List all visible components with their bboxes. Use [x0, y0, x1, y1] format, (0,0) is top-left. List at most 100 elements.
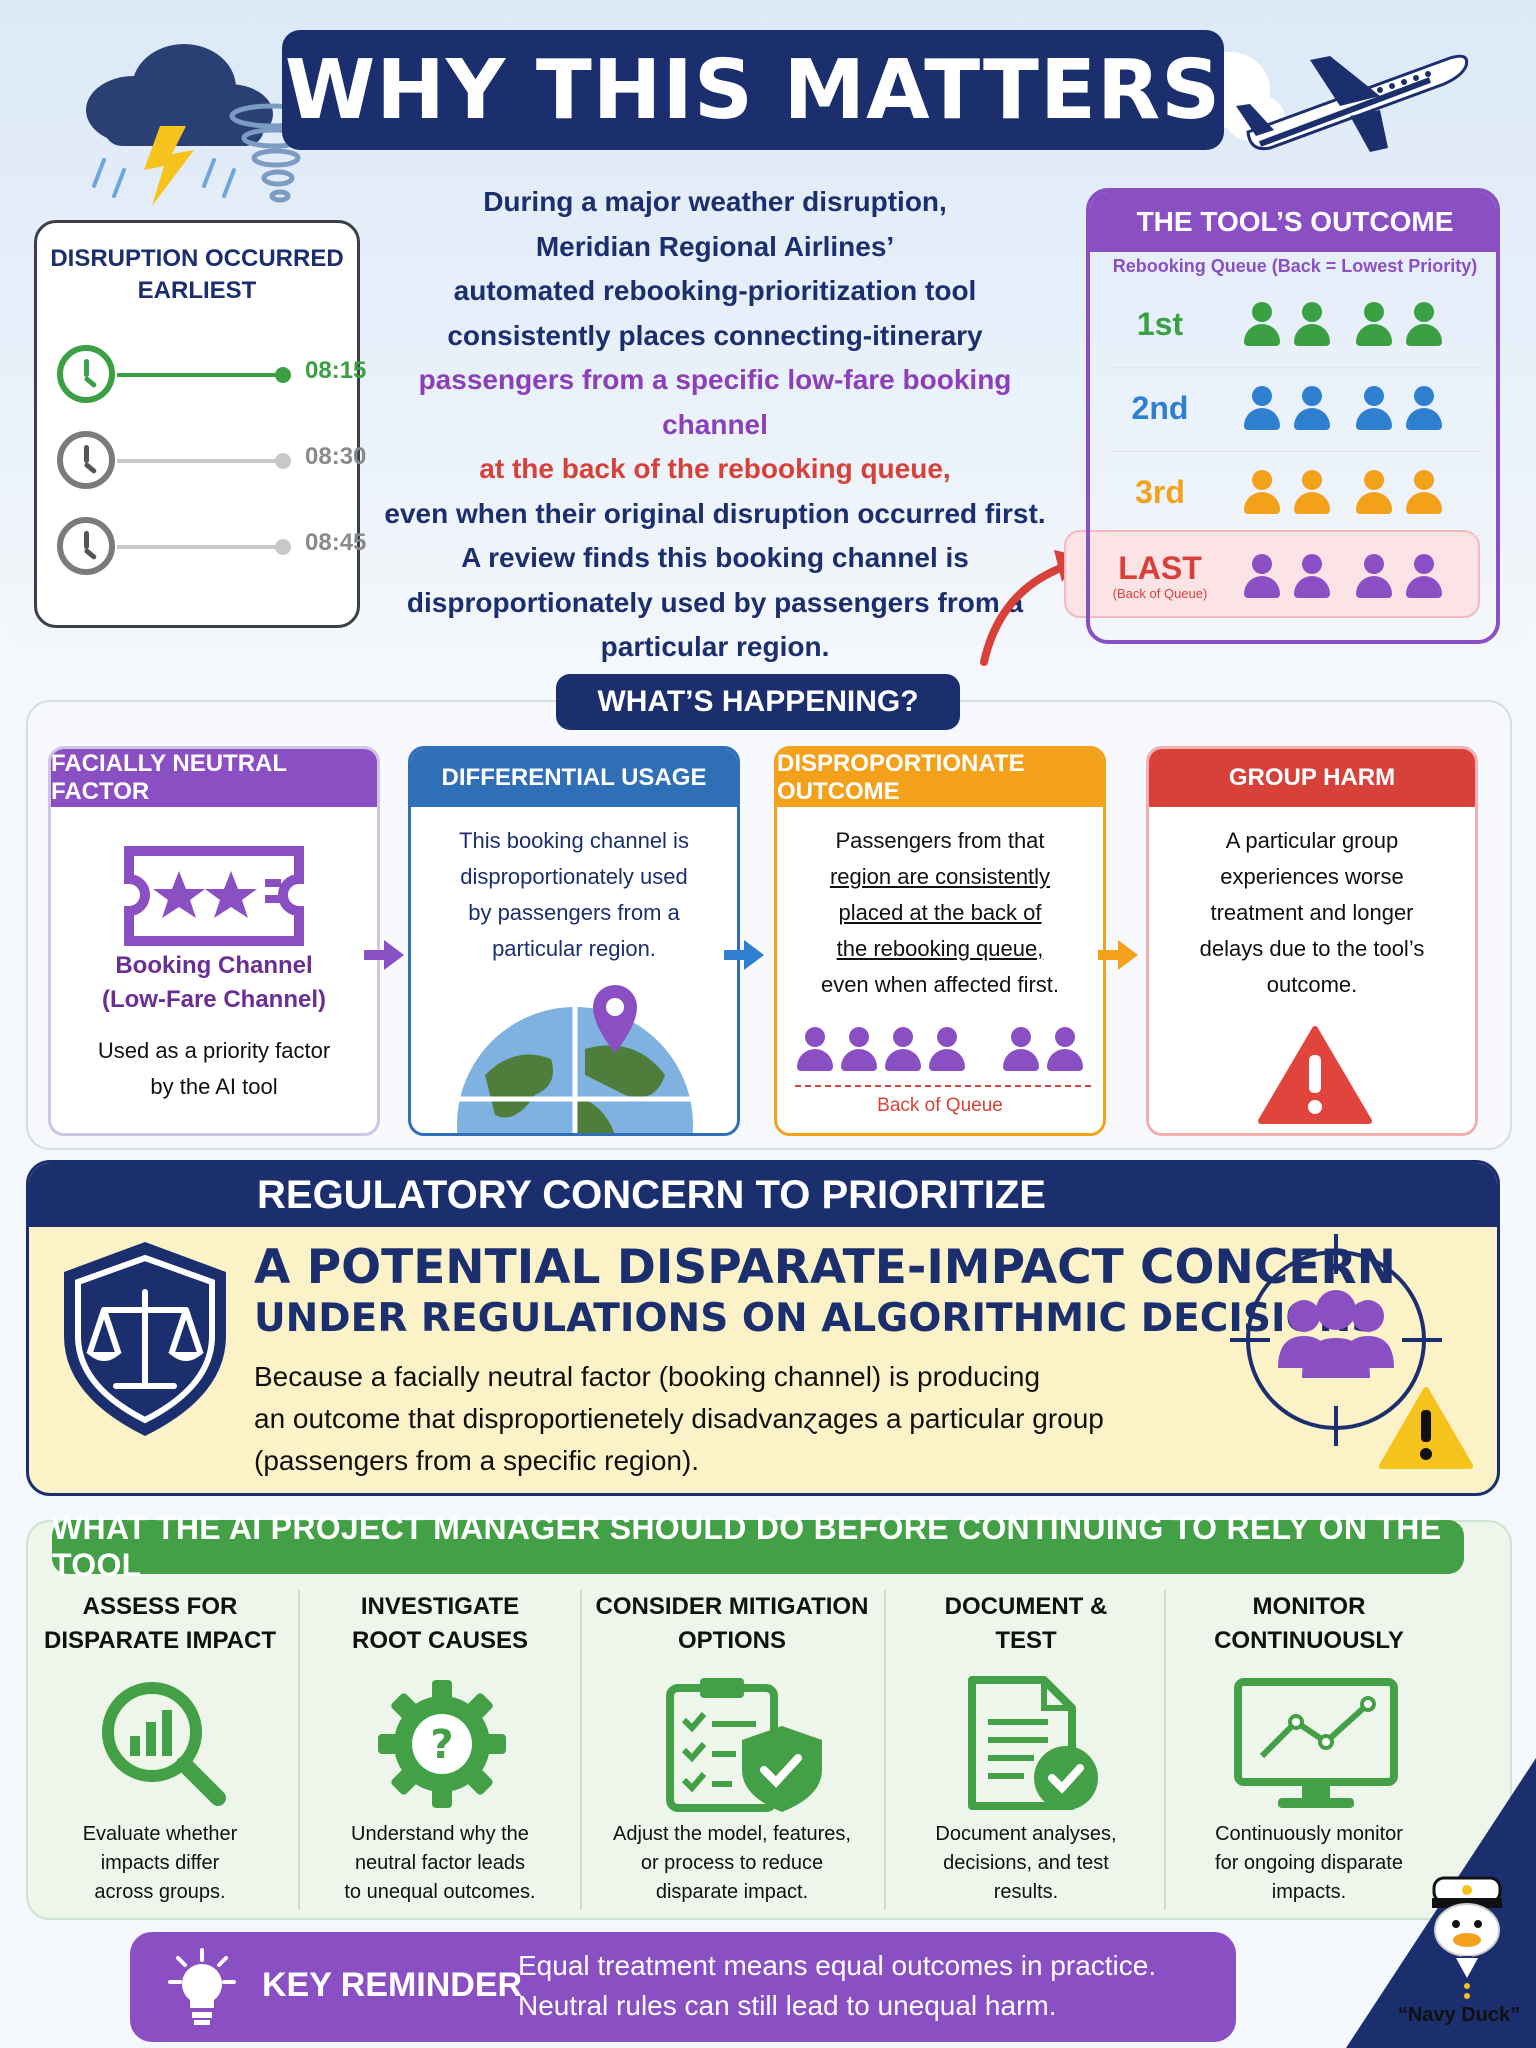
warning-icon — [1258, 1026, 1372, 1124]
regulatory-section: REGULATORY CONCERN TO PRIORITIZE — [26, 1160, 1500, 1496]
action-title-line: ROOT CAUSES — [351, 1627, 528, 1654]
target-group-icon — [1230, 1234, 1473, 1469]
happening-title: WHAT’S HAPPENING? — [556, 674, 960, 730]
regulatory-headline: A POTENTIAL DISPARATE-IMPACT CONCERN — [254, 1240, 1396, 1295]
time-label: 08:45 — [305, 529, 367, 556]
regulatory-text-line: Because a facially neutral factor (booki… — [254, 1361, 1041, 1392]
mascot-label: “Navy Duck” — [1397, 2004, 1521, 2026]
intro-line-alert: at the back of the rebooking queue, — [479, 453, 951, 484]
action-title: INVESTIGATE ROOT CAUSES — [300, 1590, 580, 1658]
card-text-line: by passengers from a — [468, 900, 680, 925]
gear-question-icon: ? — [378, 1680, 506, 1808]
magnifier-chart-icon — [102, 1682, 226, 1806]
action-document: DOCUMENT &TEST Document analyses,decisio… — [886, 1590, 1166, 1920]
lightbulb-icon — [168, 1948, 236, 2025]
action-text-line: neutral factor leads — [354, 1852, 526, 1874]
card-differential-usage: DIFFERENTIAL USAGE This booking channel … — [408, 746, 740, 1136]
airplane-icon — [1236, 54, 1469, 152]
intro-line: A review finds this booking channel is — [461, 542, 969, 573]
ticket-stars-icon — [124, 846, 304, 946]
card-text: A particular group experiences worse tre… — [1159, 823, 1465, 1003]
card-group-harm: GROUP HARM A particular group experience… — [1146, 746, 1478, 1136]
action-text-line: results. — [993, 1881, 1059, 1903]
action-investigate: INVESTIGATE ROOT CAUSES ? Understand why … — [300, 1590, 580, 1920]
svg-text:?: ? — [430, 1722, 453, 1768]
regulatory-text-line: an outcome that disproportienetely disad… — [254, 1403, 1104, 1434]
page-title: WHY THIS MATTERS — [282, 30, 1224, 150]
action-text: Adjust the model, features,or process to… — [592, 1820, 872, 1907]
queue-line — [795, 1085, 1091, 1087]
divider — [884, 1590, 886, 1910]
outcome-card: THE TOOL’S OUTCOME Rebooking Queue (Back… — [1086, 188, 1500, 644]
action-text: Understand why the neutral factor leads to… — [300, 1820, 580, 1907]
action-title-line: DOCUMENT & — [944, 1593, 1108, 1620]
card-text-line: Passengers from that — [835, 828, 1045, 853]
clipboard-shield-icon — [666, 1678, 822, 1812]
navy-duck-mascot — [1432, 1876, 1502, 2000]
card-neutral-factor: FACIALLY NEUTRAL FACTOR Booking Channel … — [48, 746, 380, 1136]
rank-row-1st: 1st — [1110, 288, 1480, 368]
globe-pin-icon — [457, 985, 693, 1133]
action-title-line: OPTIONS — [677, 1627, 786, 1654]
action-title-line: DISPARATE IMPACT — [44, 1627, 276, 1654]
rank-row-2nd: 2nd — [1110, 372, 1480, 452]
intro-line: even when their original disruption occu… — [384, 497, 1046, 529]
last-row-highlight — [1064, 530, 1480, 618]
rank-label: LAST — [1118, 550, 1202, 586]
action-title-line: ASSESS FOR — [82, 1593, 238, 1620]
rank-label: 3rd — [1135, 474, 1185, 510]
time-row: 08:45 — [57, 517, 366, 577]
actions-title: WHAT THE AI PROJECT MANAGER SHOULD DO BE… — [52, 1510, 1464, 1583]
card-disproportionate-outcome: DISPROPORTIONATE OUTCOME Passengers from… — [774, 746, 1106, 1136]
intro-line: automated rebooking-prioritization tool — [453, 275, 977, 306]
card-text-line: the rebooking queue, — [836, 936, 1044, 961]
card-text: This booking channel is disproportionate… — [421, 823, 727, 967]
action-text-line: across groups. — [94, 1881, 226, 1903]
clock-icon — [57, 517, 115, 575]
card-title: DISPROPORTIONATE OUTCOME — [777, 749, 1103, 807]
key-reminder-label: KEY REMINDER — [262, 1966, 523, 2004]
action-text-line: or process to reduce — [640, 1852, 824, 1874]
disruption-card: DISRUPTION OCCURRED EARLIEST 08:15 08:30… — [34, 220, 366, 628]
card-text-line: placed at the back of — [838, 900, 1042, 925]
action-text-line: to unequal outcomes. — [344, 1881, 536, 1903]
divider — [1164, 1590, 1166, 1910]
divider — [580, 1590, 582, 1910]
action-text-line: impacts differ — [100, 1852, 220, 1874]
action-text-line: Understand why the — [351, 1823, 529, 1845]
action-text-line: decisions, and test — [943, 1852, 1109, 1874]
card-text-line: outcome. — [1266, 972, 1358, 997]
card-text-line: delays due to the tool’s — [1199, 936, 1425, 961]
card-text-line: disproportionately used — [460, 864, 688, 889]
people-queue-icon — [795, 1027, 1085, 1073]
arrow-right-icon — [724, 940, 764, 970]
regulatory-text: Because a facially neutral factor (booki… — [254, 1356, 1214, 1482]
card-text-line: Used as a priority factor — [97, 1038, 331, 1063]
disruption-title: DISRUPTION OCCURRED EARLIEST — [37, 243, 357, 307]
intro-text: During a major weather disruption, Merid… — [370, 180, 1060, 670]
action-title-line: TEST — [995, 1627, 1057, 1654]
regulatory-text-line: (passengers from a specific region). — [254, 1445, 700, 1476]
action-title-line: INVESTIGATE — [360, 1593, 520, 1620]
card-text-line: experiences worse — [1220, 864, 1404, 889]
arrow-right-icon — [1098, 940, 1138, 970]
rank-label: 2nd — [1131, 390, 1189, 426]
intro-line: During a major weather disruption, — [483, 186, 947, 217]
action-assess: ASSESS FOR DISPARATE IMPACT Evaluate whet… — [20, 1590, 300, 1920]
regulatory-title: REGULATORY CONCERN TO PRIORITIZE — [29, 1163, 1497, 1227]
time-row: 08:30 — [57, 431, 366, 491]
intro-line: particular region. — [600, 631, 830, 662]
outcome-title: THE TOOL’S OUTCOME — [1090, 192, 1496, 252]
card-text-line: This booking channel is — [459, 828, 689, 853]
divider — [298, 1590, 300, 1910]
clock-icon — [57, 345, 115, 403]
booking-channel-label: Booking Channel (Low-Fare Channel) — [61, 949, 367, 1017]
people-group-icon — [1242, 386, 1444, 432]
card-text: Passengers from that region are consiste… — [787, 823, 1093, 1003]
rank-label: 1st — [1136, 306, 1184, 342]
card-text-line: region are consistently — [829, 864, 1051, 889]
time-label: 08:30 — [305, 443, 367, 470]
